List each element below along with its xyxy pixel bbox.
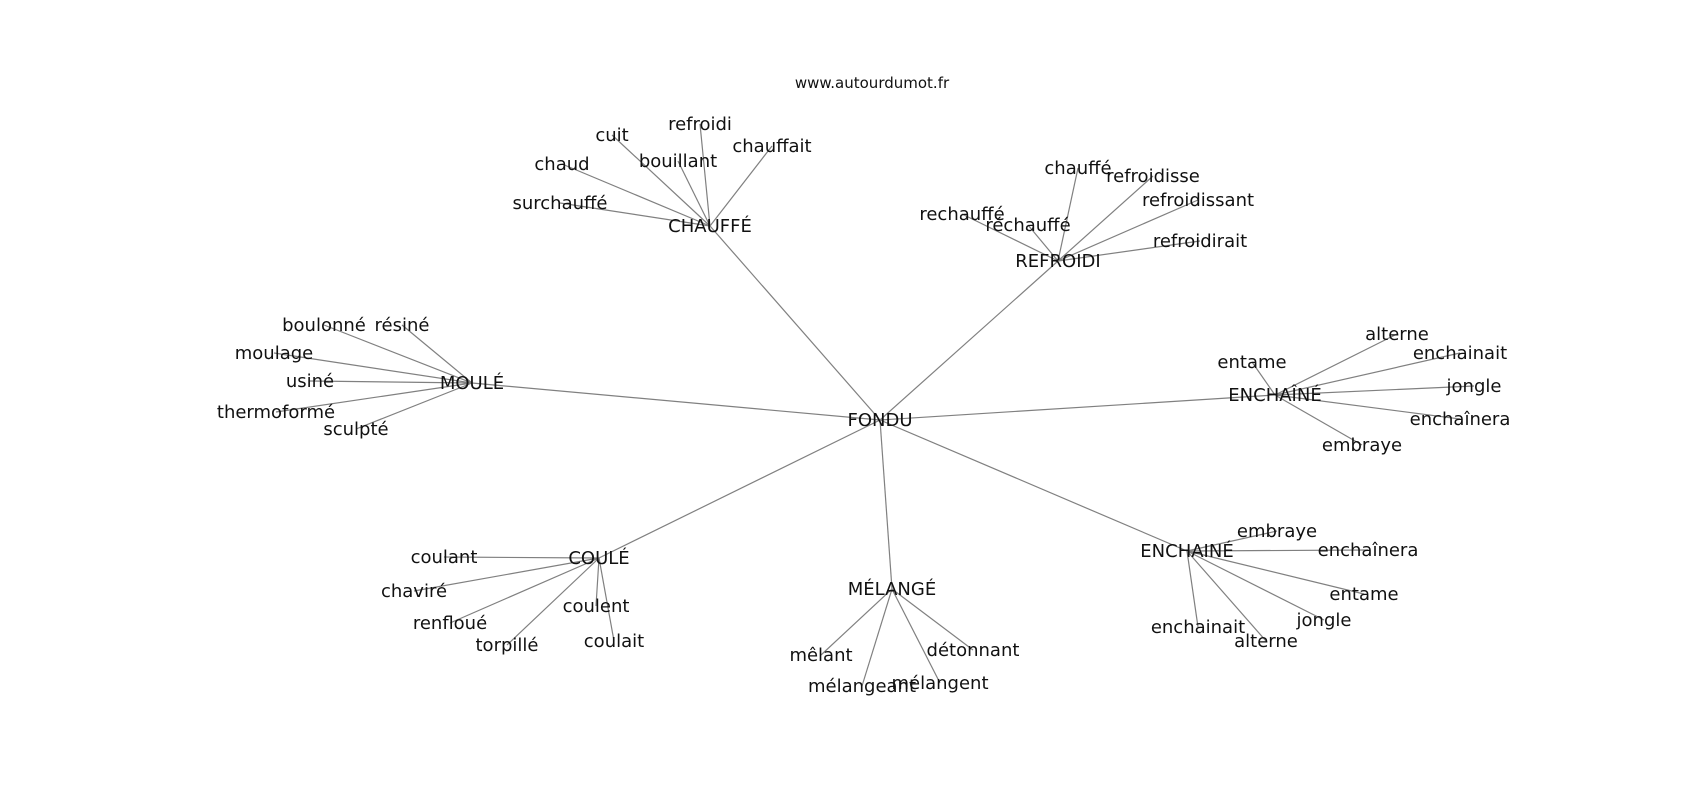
- hub-node-label: MÉLANGÉ: [848, 578, 936, 600]
- leaf-node-label: enchainait: [1151, 617, 1245, 638]
- leaf-node-label: jongle: [1296, 610, 1352, 631]
- edge-moule-boulonne: [323, 324, 473, 384]
- edge-chauffe-surchauffe: [559, 202, 711, 227]
- leaf-node-label: enchaînera: [1410, 409, 1511, 430]
- edge-moule-thermoforme: [275, 382, 473, 413]
- leaf-node-label: chaviré: [381, 581, 447, 602]
- edge-coule-coulait: [598, 557, 615, 642]
- edge-chauffe-refroidi: [699, 123, 711, 227]
- leaf-node-label: jongle: [1446, 376, 1502, 397]
- leaf-node-label: moulage: [235, 343, 314, 364]
- leaf-node-label: mêlant: [789, 645, 852, 666]
- edge-enchaine-embraye: [1186, 530, 1278, 552]
- leaf-node-label: refroidisse: [1106, 166, 1200, 187]
- leaf-node-label: embraye: [1237, 521, 1317, 542]
- edge-refroidi-rechauffe: [1027, 224, 1059, 262]
- leaf-node-label: détonnant: [927, 640, 1020, 661]
- leaf-node-label: chauffé: [1044, 158, 1111, 179]
- edge-melange-melangeant: [861, 588, 893, 687]
- hub-node-label: COULÉ: [568, 547, 629, 569]
- edge-coule-coulent: [595, 557, 600, 607]
- edge-chauffe-bouillant: [677, 160, 711, 227]
- edge-refroidi-refroidisse: [1057, 175, 1154, 262]
- leaf-node-label: bouillant: [639, 151, 717, 172]
- edge-refroidi-refroidirait: [1057, 240, 1201, 262]
- edge-chauffe-cuit: [611, 134, 711, 227]
- edge-chauffe-chauffait: [709, 145, 773, 227]
- leaf-node-label: boulonné: [282, 315, 366, 336]
- leaf-node-label: alterne: [1234, 631, 1298, 652]
- leaf-node-label: coulait: [584, 631, 644, 652]
- hub-node-label: CHAUFFÉ: [668, 215, 752, 237]
- edge-center-moule: [471, 382, 881, 421]
- edge-enchaine-entame: [1251, 361, 1276, 396]
- edge-refroidi-rechauffe: [961, 213, 1059, 262]
- leaf-node-label: renfloué: [413, 613, 487, 634]
- leaf-node-label: enchainait: [1413, 343, 1507, 364]
- edge-center-melange: [879, 419, 893, 590]
- leaf-node-label: réchauffé: [985, 215, 1070, 236]
- leaf-node-label: mélangeant: [808, 676, 916, 697]
- leaf-node-label: sculpté: [323, 419, 388, 440]
- hub-node-label: REFROIDI: [1015, 251, 1100, 272]
- edge-center-enchaine: [879, 394, 1276, 421]
- hub-node-label: ENCHAÎNÉ: [1228, 384, 1321, 406]
- leaf-node-label: entame: [1217, 352, 1286, 373]
- edge-enchaine-enchainera: [1186, 549, 1369, 552]
- source-url: www.autourdumot.fr: [795, 74, 950, 92]
- edge-coule-coulant: [443, 556, 600, 559]
- edge-melange-detonnant: [891, 588, 974, 651]
- edge-enchaine-enchainait: [1186, 550, 1199, 628]
- edge-refroidi-chauffe: [1057, 167, 1079, 262]
- leaf-node-label: rechauffé: [919, 204, 1004, 225]
- edge-melange-melant: [820, 588, 893, 656]
- edge-melange-melangent: [891, 588, 941, 684]
- center-node-label: FONDU: [847, 410, 912, 431]
- leaf-node-label: coulent: [563, 596, 630, 617]
- edge-enchaine-jongle: [1274, 385, 1475, 396]
- leaf-node-label: résiné: [375, 315, 430, 336]
- leaf-node-label: alterne: [1365, 324, 1429, 345]
- leaf-node-label: refroidissant: [1142, 190, 1254, 211]
- edge-refroidi-refroidissant: [1057, 199, 1199, 262]
- edge-center-chauffe: [709, 225, 881, 421]
- leaf-node-label: coulant: [411, 547, 478, 568]
- leaf-node-label: refroidi: [668, 114, 732, 135]
- leaf-node-label: usiné: [286, 371, 334, 392]
- edge-enchaine-alterne: [1274, 333, 1398, 396]
- edge-center-refroidi: [879, 260, 1059, 421]
- edge-enchaine-enchainait: [1274, 352, 1461, 396]
- hub-node-label: MOULÉ: [440, 372, 504, 394]
- edge-moule-moulage: [273, 352, 473, 384]
- leaf-node-label: torpillé: [476, 635, 539, 656]
- labels-layer: www.autourdumot.fr FONDU CHAUFFÉ surchauff…: [217, 74, 1510, 697]
- leaf-node-label: entame: [1329, 584, 1398, 605]
- edge-enchaine-jongle: [1186, 550, 1325, 621]
- leaf-node-label: chauffait: [732, 136, 811, 157]
- edge-moule-sculpte: [355, 382, 473, 430]
- edge-enchaine-embraye: [1274, 394, 1363, 446]
- edge-enchaine-alterne: [1186, 550, 1267, 642]
- leaf-node-label: enchaînera: [1318, 540, 1419, 561]
- leaf-node-label: embraye: [1322, 435, 1402, 456]
- edge-enchaine-enchainera: [1274, 394, 1461, 420]
- leaf-node-label: thermoformé: [217, 402, 335, 423]
- edge-moule-resine: [401, 324, 473, 384]
- edge-coule-chavire: [413, 557, 600, 592]
- edge-center-enchaine: [879, 419, 1188, 552]
- leaf-node-label: surchauffé: [512, 193, 607, 214]
- edge-chauffe-chaud: [561, 163, 711, 227]
- leaf-node-label: cuit: [595, 125, 628, 146]
- leaf-node-label: refroidirait: [1153, 231, 1247, 252]
- leaf-node-label: mélangent: [891, 673, 988, 694]
- edge-coule-torpille: [506, 557, 600, 646]
- leaf-node-label: chaud: [534, 154, 589, 175]
- edge-enchaine-entame: [1186, 550, 1365, 595]
- edge-moule-usine: [309, 380, 473, 384]
- edge-coule-renfloue: [449, 557, 600, 624]
- hub-node-label: ENCHAINÉ: [1140, 540, 1233, 562]
- edge-center-coule: [598, 419, 881, 559]
- edges-layer: [273, 123, 1475, 687]
